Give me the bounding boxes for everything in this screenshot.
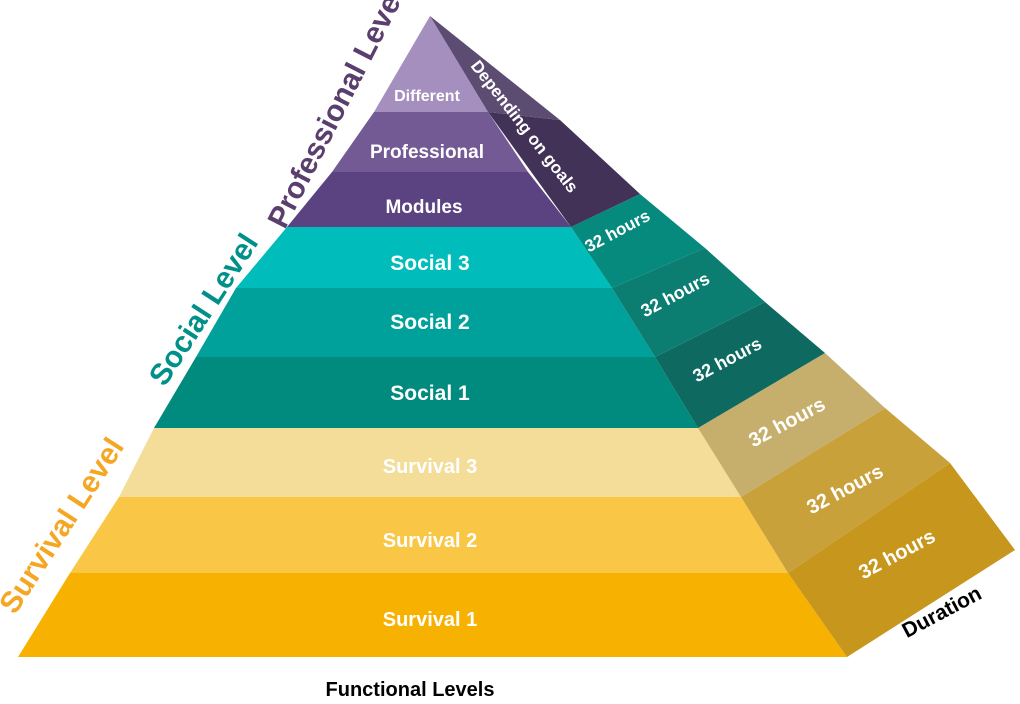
tier-survival-3	[119, 428, 741, 497]
tier-label-professional: Professional	[370, 142, 484, 163]
tier-social-1	[154, 357, 698, 428]
side-survival-1	[788, 463, 1015, 657]
side-social-1	[655, 302, 825, 428]
tier-survival-2	[70, 497, 788, 573]
tier-survival-1	[18, 573, 847, 657]
tier-label-survival-3: Survival 3	[383, 456, 478, 478]
side-survival-3	[698, 353, 885, 497]
side-professional-low	[488, 112, 640, 227]
tier-labels: Survival 1 Survival 2 Survival 3 Social …	[370, 88, 484, 631]
tier-label-survival-2: Survival 2	[383, 530, 478, 552]
side-social-2	[612, 248, 765, 357]
tier-label-social-2: Social 2	[390, 311, 469, 334]
functional-levels-label: Functional Levels	[326, 679, 495, 699]
tier-professional	[332, 112, 528, 172]
tier-modules	[287, 172, 571, 227]
front-face	[18, 16, 847, 657]
side-face	[430, 16, 1015, 657]
side-professional-high	[430, 16, 560, 120]
tier-label-social-3: Social 3	[390, 252, 469, 275]
tier-social-2	[196, 288, 655, 357]
tier-label-social-1: Social 1	[390, 382, 470, 405]
tier-label-survival-1: Survival 1	[383, 609, 478, 631]
tier-different	[374, 16, 488, 112]
tier-label-modules: Modules	[385, 197, 462, 218]
side-social-3	[571, 194, 705, 288]
tier-label-different: Different	[394, 88, 460, 105]
tier-social-3	[236, 227, 612, 288]
side-survival-2	[741, 408, 950, 573]
